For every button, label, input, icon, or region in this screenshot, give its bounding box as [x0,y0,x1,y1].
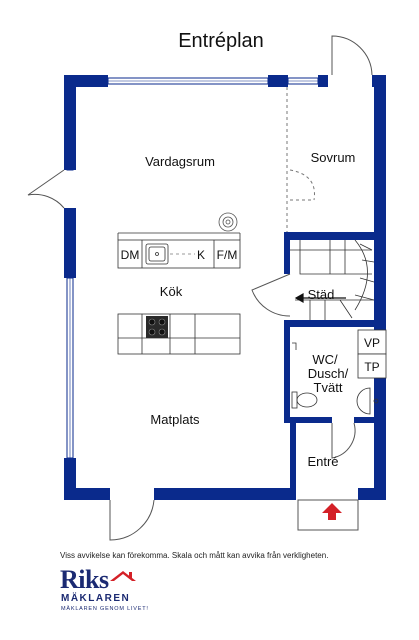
exterior-walls [64,75,386,500]
room-label-matplats: Matplats [150,412,200,427]
room-label-stad: Städ [308,287,335,302]
wc-fixtures [357,329,387,379]
stair-arrow [294,292,346,304]
wardrobe-outline [286,87,315,232]
disclaimer-text: Viss avvikelse kan förekomma. Skala och … [60,551,329,560]
room-label-wc-line3: Tvätt [314,380,343,395]
fixture-label-tp: TP [364,360,379,374]
interior-walls [284,232,386,500]
fixture-label-k: K [197,248,205,262]
room-label-sovrum: Sovrum [311,150,356,165]
fixture-label-dm: DM [121,248,140,262]
basin-icon [356,387,379,415]
fixture-label-vp: VP [364,336,380,350]
room-label-kok: Kök [160,284,183,299]
room-label-wc-line1: WC/ [312,352,338,367]
room-label-entre: Entré [307,454,338,469]
brand-logo: Riks MÄKLAREN MÄKLAREN GENOM LIVET! [60,565,170,615]
doors [27,35,373,541]
sink-icon [145,243,169,265]
logo-tagline: MÄKLAREN GENOM LIVET! [61,606,149,612]
shower-icon [292,342,297,350]
window-lines [69,80,318,458]
stove-icon [146,316,168,338]
plan-title: Entréplan [178,30,264,52]
toilet-icon [291,391,318,409]
kitchen-island [117,313,241,355]
fireplace-icon [218,212,238,232]
logo-subtitle: MÄKLAREN [61,593,131,604]
house-icon [110,571,136,581]
logo-wordmark: Riks [60,565,109,594]
staircase [290,239,375,320]
room-label-vardagsrum: Vardagsrum [145,154,215,169]
fixture-label-fm: F/M [217,248,238,262]
room-label-wc-line2: Dusch/ [308,366,349,381]
entrance-door [297,499,359,531]
entrance-arrow-icon [322,503,342,520]
